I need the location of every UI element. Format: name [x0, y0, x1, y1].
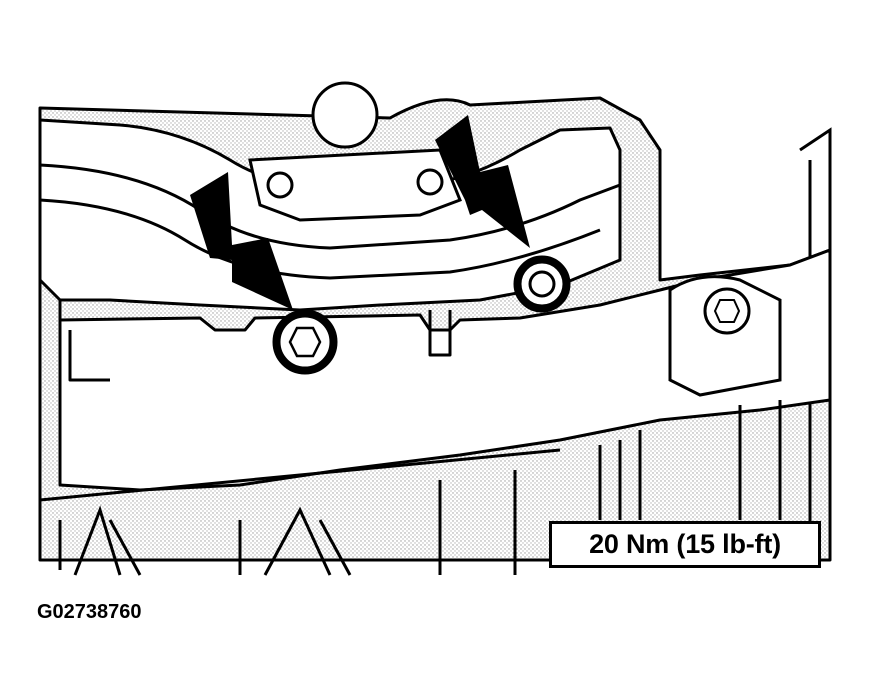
callout-arrow-icon	[435, 115, 530, 248]
callout-arrow-icon	[190, 172, 293, 310]
lower-ribs	[39, 400, 782, 576]
side-boss	[668, 275, 782, 397]
torque-spec-label: 20 Nm (15 lb-ft)	[549, 521, 821, 568]
bracket	[248, 148, 462, 222]
target-bolt-left	[272, 309, 338, 375]
figure-id: G02738760	[37, 601, 142, 623]
target-bolt-right	[513, 255, 571, 313]
